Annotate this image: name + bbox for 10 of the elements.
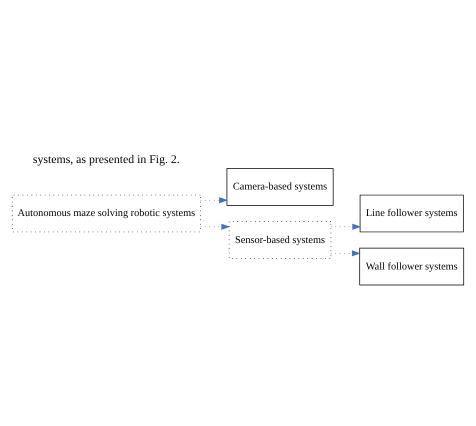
node-box: Sensor-based systems — [228, 220, 332, 258]
arrow — [330, 223, 362, 230]
node-box: Autonomous maze solving robotic systems — [12, 194, 201, 232]
arrow — [330, 250, 361, 256]
label: systems, as presented in Fig. 2. — [32, 152, 180, 166]
node-box: Wall follower systems — [359, 247, 464, 285]
arrow — [200, 223, 230, 230]
node-box: Line follower systems — [360, 194, 464, 232]
arrow — [200, 196, 228, 203]
node-box: Camera-based systems — [226, 168, 334, 206]
